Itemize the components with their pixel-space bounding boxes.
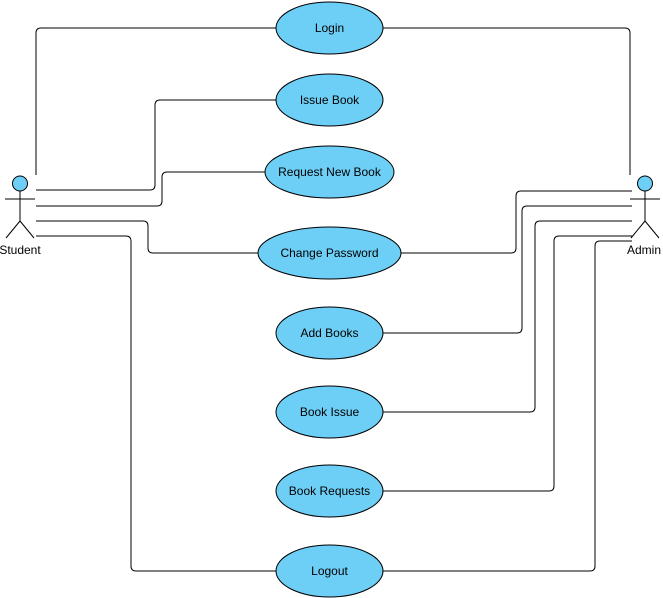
use-case-issue-book[interactable]: Issue Book xyxy=(275,73,384,127)
actor-head xyxy=(12,175,28,192)
association-student-change-password xyxy=(36,220,258,254)
use-case-add-books[interactable]: Add Books xyxy=(275,306,384,360)
association-student-login xyxy=(35,27,276,175)
use-case-label: Request New Book xyxy=(278,165,382,179)
association-admin-change-password xyxy=(400,190,632,254)
associations xyxy=(35,27,632,572)
use-case-book-issue[interactable]: Book Issue xyxy=(275,385,384,439)
use-case-shape xyxy=(275,544,384,598)
actor-admin-label: Admin xyxy=(627,243,661,257)
actor-right-leg xyxy=(19,220,35,239)
actor-right-leg xyxy=(644,220,660,239)
use-case-book-requests[interactable]: Book Requests xyxy=(275,464,384,518)
use-case-label: Add Books xyxy=(300,326,358,340)
actor-student-label: Student xyxy=(0,243,41,257)
use-case-label: Logout xyxy=(311,564,348,578)
association-admin-add-books xyxy=(383,205,632,334)
use-case-label: Issue Book xyxy=(300,93,360,107)
use-case-shape xyxy=(275,73,384,127)
use-case-shape xyxy=(264,145,395,199)
use-case-label: Login xyxy=(315,21,344,35)
association-admin-book-issue xyxy=(383,220,632,413)
actor-student[interactable] xyxy=(5,175,35,239)
actor-admin[interactable] xyxy=(630,175,660,239)
association-student-request-new-book xyxy=(36,171,265,207)
association-admin-login xyxy=(383,27,631,175)
use-case-shape xyxy=(275,306,384,360)
use-case-logout[interactable]: Logout xyxy=(275,544,384,598)
use-case-shape xyxy=(275,385,384,439)
association-admin-logout xyxy=(383,240,632,572)
use-case-label: Book Issue xyxy=(300,405,360,419)
use-case-label: Change Password xyxy=(280,246,378,260)
use-case-shape xyxy=(275,464,384,518)
use-case-login[interactable]: Login xyxy=(275,1,384,55)
use-case-shape xyxy=(275,1,384,55)
association-student-logout xyxy=(36,235,276,572)
actor-left-leg xyxy=(5,220,21,239)
association-student-issue-book xyxy=(36,99,276,191)
actor-head xyxy=(637,175,653,192)
use-case-change-password[interactable]: Change Password xyxy=(257,226,402,280)
use-case-label: Book Requests xyxy=(289,484,370,498)
actor-left-leg xyxy=(630,220,646,239)
association-admin-book-requests xyxy=(383,235,632,492)
use-case-shape xyxy=(257,226,402,280)
use-case-request-new-book[interactable]: Request New Book xyxy=(264,145,395,199)
